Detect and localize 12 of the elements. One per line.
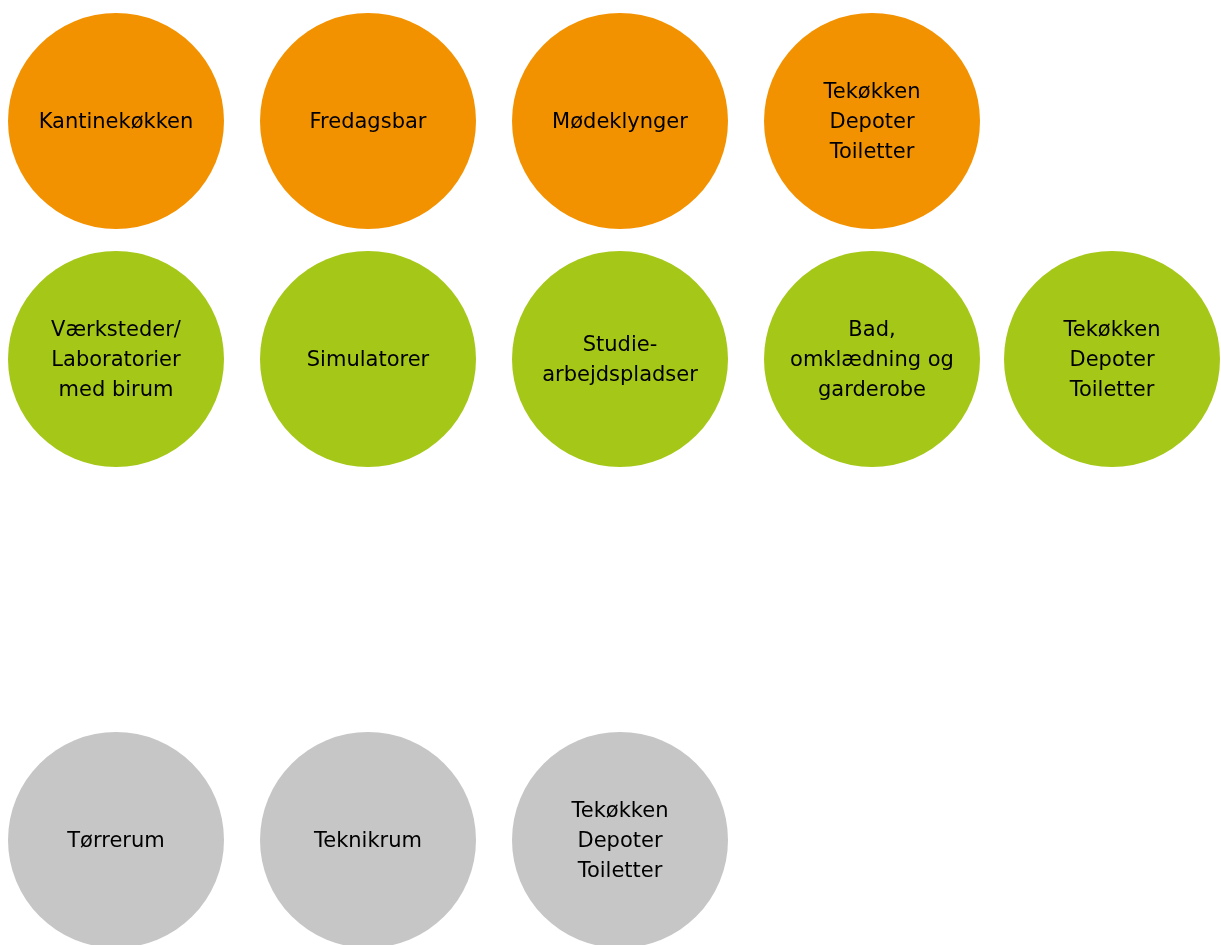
room-label: Fredagsbar — [308, 108, 428, 135]
room-label: Tørrerum — [66, 827, 166, 854]
room-label: Studie- arbejdspladser — [541, 331, 699, 388]
room-label: Teknikrum — [312, 827, 423, 854]
room-label: Tekøkken Depoter Toiletter — [570, 797, 670, 884]
room-label: Tekøkken Depoter Toiletter — [822, 78, 922, 165]
room-label: Værksteder/ Laboratorier med birum — [50, 316, 182, 403]
room-label: Tekøkken Depoter Toiletter — [1062, 316, 1162, 403]
room-label: Kantinekøkken — [37, 108, 195, 135]
room-label: Simulatorer — [305, 346, 431, 373]
room-label: Mødeklynger — [551, 108, 689, 135]
room-label: Bad, omklædning og garderobe — [789, 316, 955, 403]
